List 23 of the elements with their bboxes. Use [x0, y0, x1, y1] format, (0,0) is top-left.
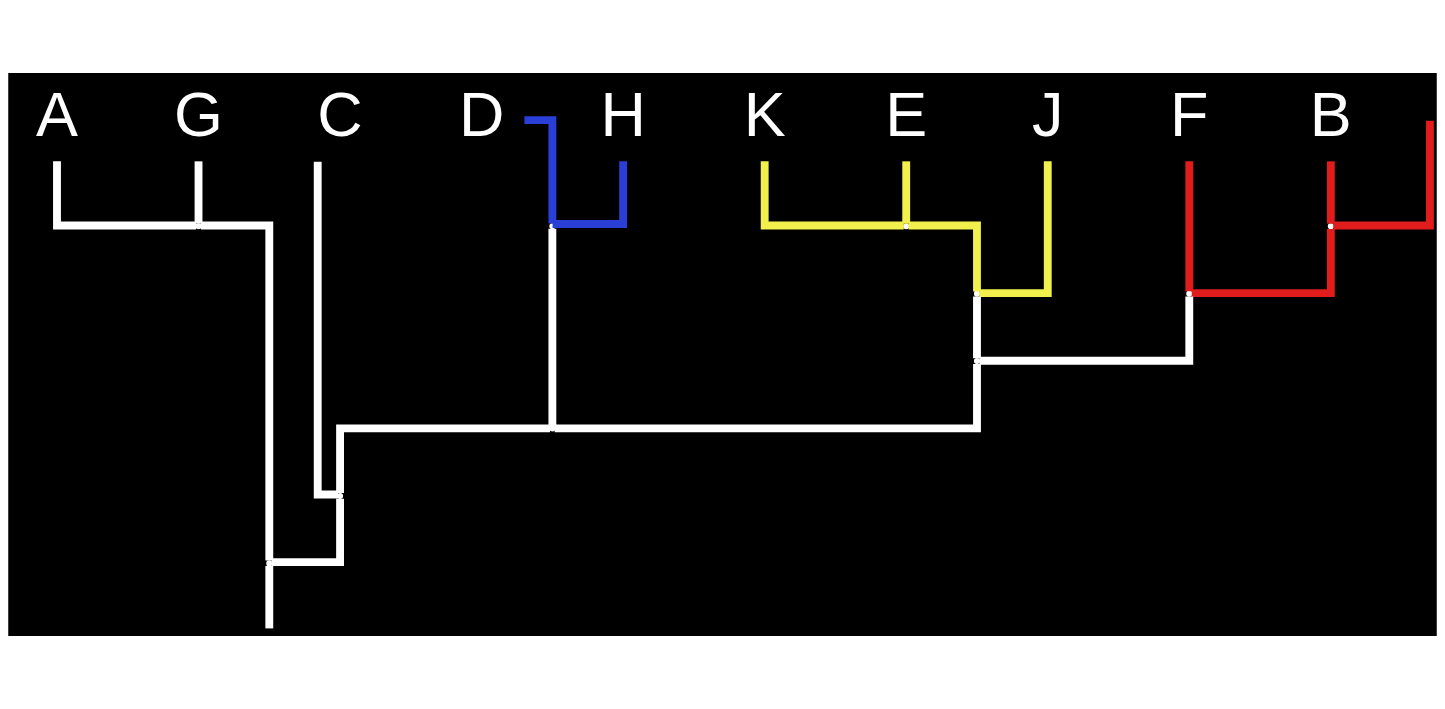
node-text: C [317, 78, 363, 149]
connector [336, 424, 550, 494]
node-text: D [458, 78, 505, 149]
node-text: H [600, 78, 646, 149]
node-point [266, 560, 273, 567]
node-point [195, 223, 202, 230]
node-point [549, 223, 556, 230]
node-point [973, 290, 981, 297]
node-point [1327, 223, 1334, 230]
connector [908, 221, 981, 292]
node-text: B [1309, 78, 1352, 149]
node-point [973, 358, 981, 365]
node-text: K [743, 78, 786, 149]
connector [200, 221, 274, 561]
node-point [1186, 290, 1193, 297]
node-point [337, 492, 344, 500]
node-text: A [36, 78, 78, 149]
node-text: E [885, 78, 928, 149]
node-text: F [1170, 78, 1209, 149]
node-point [903, 223, 910, 230]
node-text: G [174, 78, 223, 149]
node-text: J [1032, 78, 1064, 149]
node-point [549, 425, 556, 432]
